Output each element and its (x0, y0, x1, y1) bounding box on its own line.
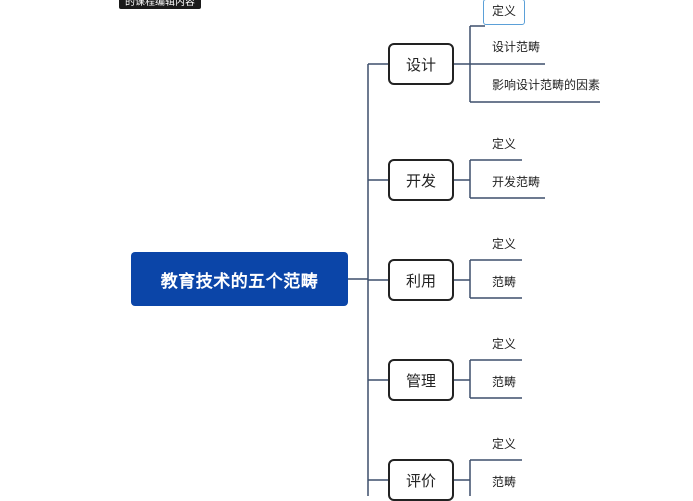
leaf-node-design-category[interactable]: 设计范畴 (492, 40, 541, 54)
leaf-connector-develop (454, 159, 545, 199)
leaf-node-develop-category[interactable]: 开发范畴 (492, 175, 541, 189)
leaf-connector-evaluate (454, 459, 522, 496)
branch-node-manage[interactable]: 管理 (388, 359, 454, 401)
leaf-connector-manage (454, 359, 522, 399)
leaf-node-evaluate-category[interactable]: 范畴 (492, 475, 517, 489)
leaf-node-evaluate-definition[interactable]: 定义 (492, 437, 517, 451)
leaf-node-design-definition[interactable]: 定义 (483, 0, 526, 25)
leaf-node-utilize-category[interactable]: 范畴 (492, 275, 517, 289)
header-badge: 的课程编辑内容 (119, 0, 201, 9)
leaf-node-design-factors[interactable]: 影响设计范畴的因素 (492, 78, 601, 92)
leaf-connector-design (454, 25, 600, 103)
branch-node-design[interactable]: 设计 (388, 43, 454, 85)
leaf-node-develop-definition[interactable]: 定义 (492, 137, 517, 151)
leaf-node-utilize-definition[interactable]: 定义 (492, 237, 517, 251)
branch-node-develop[interactable]: 开发 (388, 159, 454, 201)
branch-node-evaluate[interactable]: 评价 (388, 459, 454, 501)
branch-node-utilize[interactable]: 利用 (388, 259, 454, 301)
leaf-connector-utilize (454, 259, 522, 299)
leaf-node-manage-category[interactable]: 范畴 (492, 375, 517, 389)
leaf-node-manage-definition[interactable]: 定义 (492, 337, 517, 351)
root-node[interactable]: 教育技术的五个范畴 (131, 252, 348, 306)
